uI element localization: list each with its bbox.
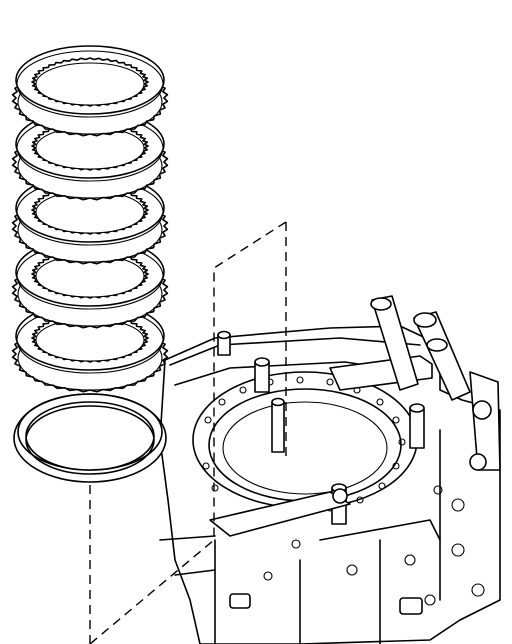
lower-lever (209, 491, 351, 537)
alignment-lines (89, 221, 287, 644)
bolt-holes (202, 376, 406, 512)
clutch-plate (11, 45, 169, 137)
seal-ring (13, 393, 167, 483)
housing-lower-details (159, 429, 485, 644)
housing-bore (192, 371, 418, 509)
clutch-plate-stack (11, 45, 169, 393)
transmission-housing (159, 295, 501, 644)
linkage-bracket (329, 295, 501, 471)
